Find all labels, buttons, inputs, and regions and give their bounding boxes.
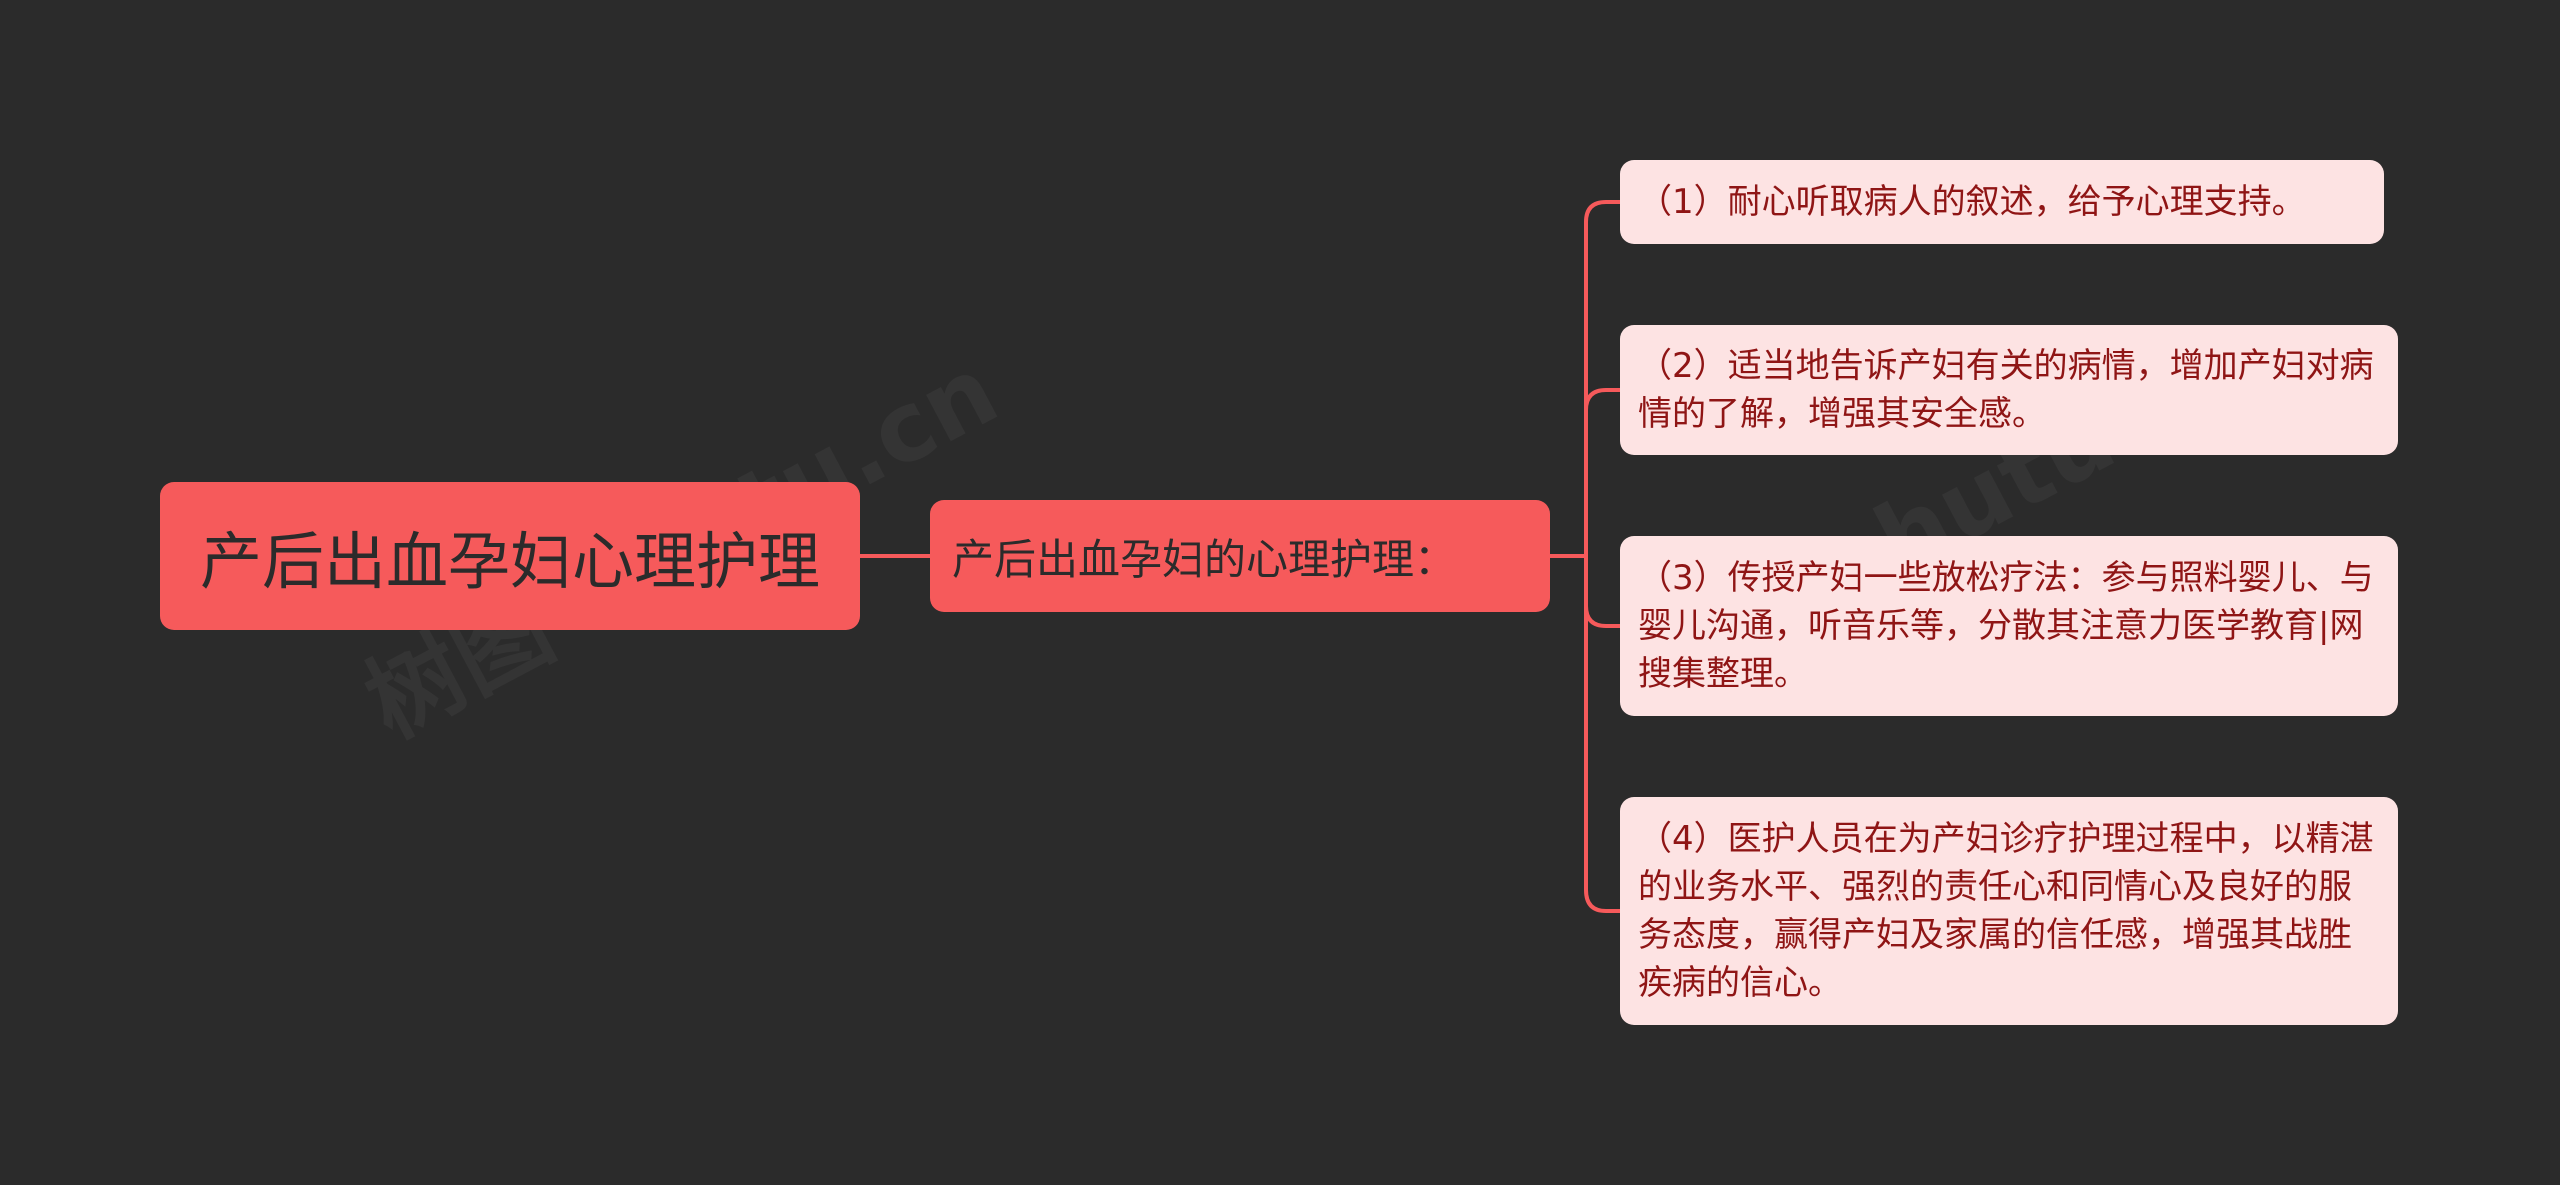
root-node[interactable]: 产后出血孕妇心理护理 [160,482,860,630]
leaf3-connector [1584,605,1620,628]
leaf-node-label: （1）耐心听取病人的叙述，给予心理支持。 [1638,182,2306,222]
branch-node[interactable]: 产后出血孕妇的心理护理： [930,500,1550,612]
root-node-label: 产后出血孕妇心理护理 [199,525,820,598]
leaf-node-4[interactable]: （4）医护人员在为产妇诊疗护理过程中，以精湛的业务水平、强烈的责任心和同情心及良… [1620,797,2398,1025]
leaf-node-1[interactable]: （1）耐心听取病人的叙述，给予心理支持。 [1620,160,2384,244]
branch-node-label: 产后出血孕妇的心理护理： [952,534,1457,584]
leaf-node-2[interactable]: （2）适当地告诉产妇有关的病情，增加产妇对病情的了解，增强其安全感。 [1620,325,2398,455]
leaf1-connector [1584,200,1620,223]
leaf-node-label: （2）适当地告诉产妇有关的病情，增加产妇对病情的了解，增强其安全感。 [1638,346,2374,434]
leaf4-connector [1584,889,1620,913]
leaf-node-label: （3）传授产妇一些放松疗法：参与照料婴儿、与婴儿沟通，听音乐等，分散其注意力医学… [1638,558,2374,694]
leaf-node-3[interactable]: （3）传授产妇一些放松疗法：参与照料婴儿、与婴儿沟通，听音乐等，分散其注意力医学… [1620,536,2398,716]
leaf-node-label: （4）医护人员在为产妇诊疗护理过程中，以精湛的业务水平、强烈的责任心和同情心及良… [1638,819,2374,1003]
leaf2-connector [1584,388,1620,411]
